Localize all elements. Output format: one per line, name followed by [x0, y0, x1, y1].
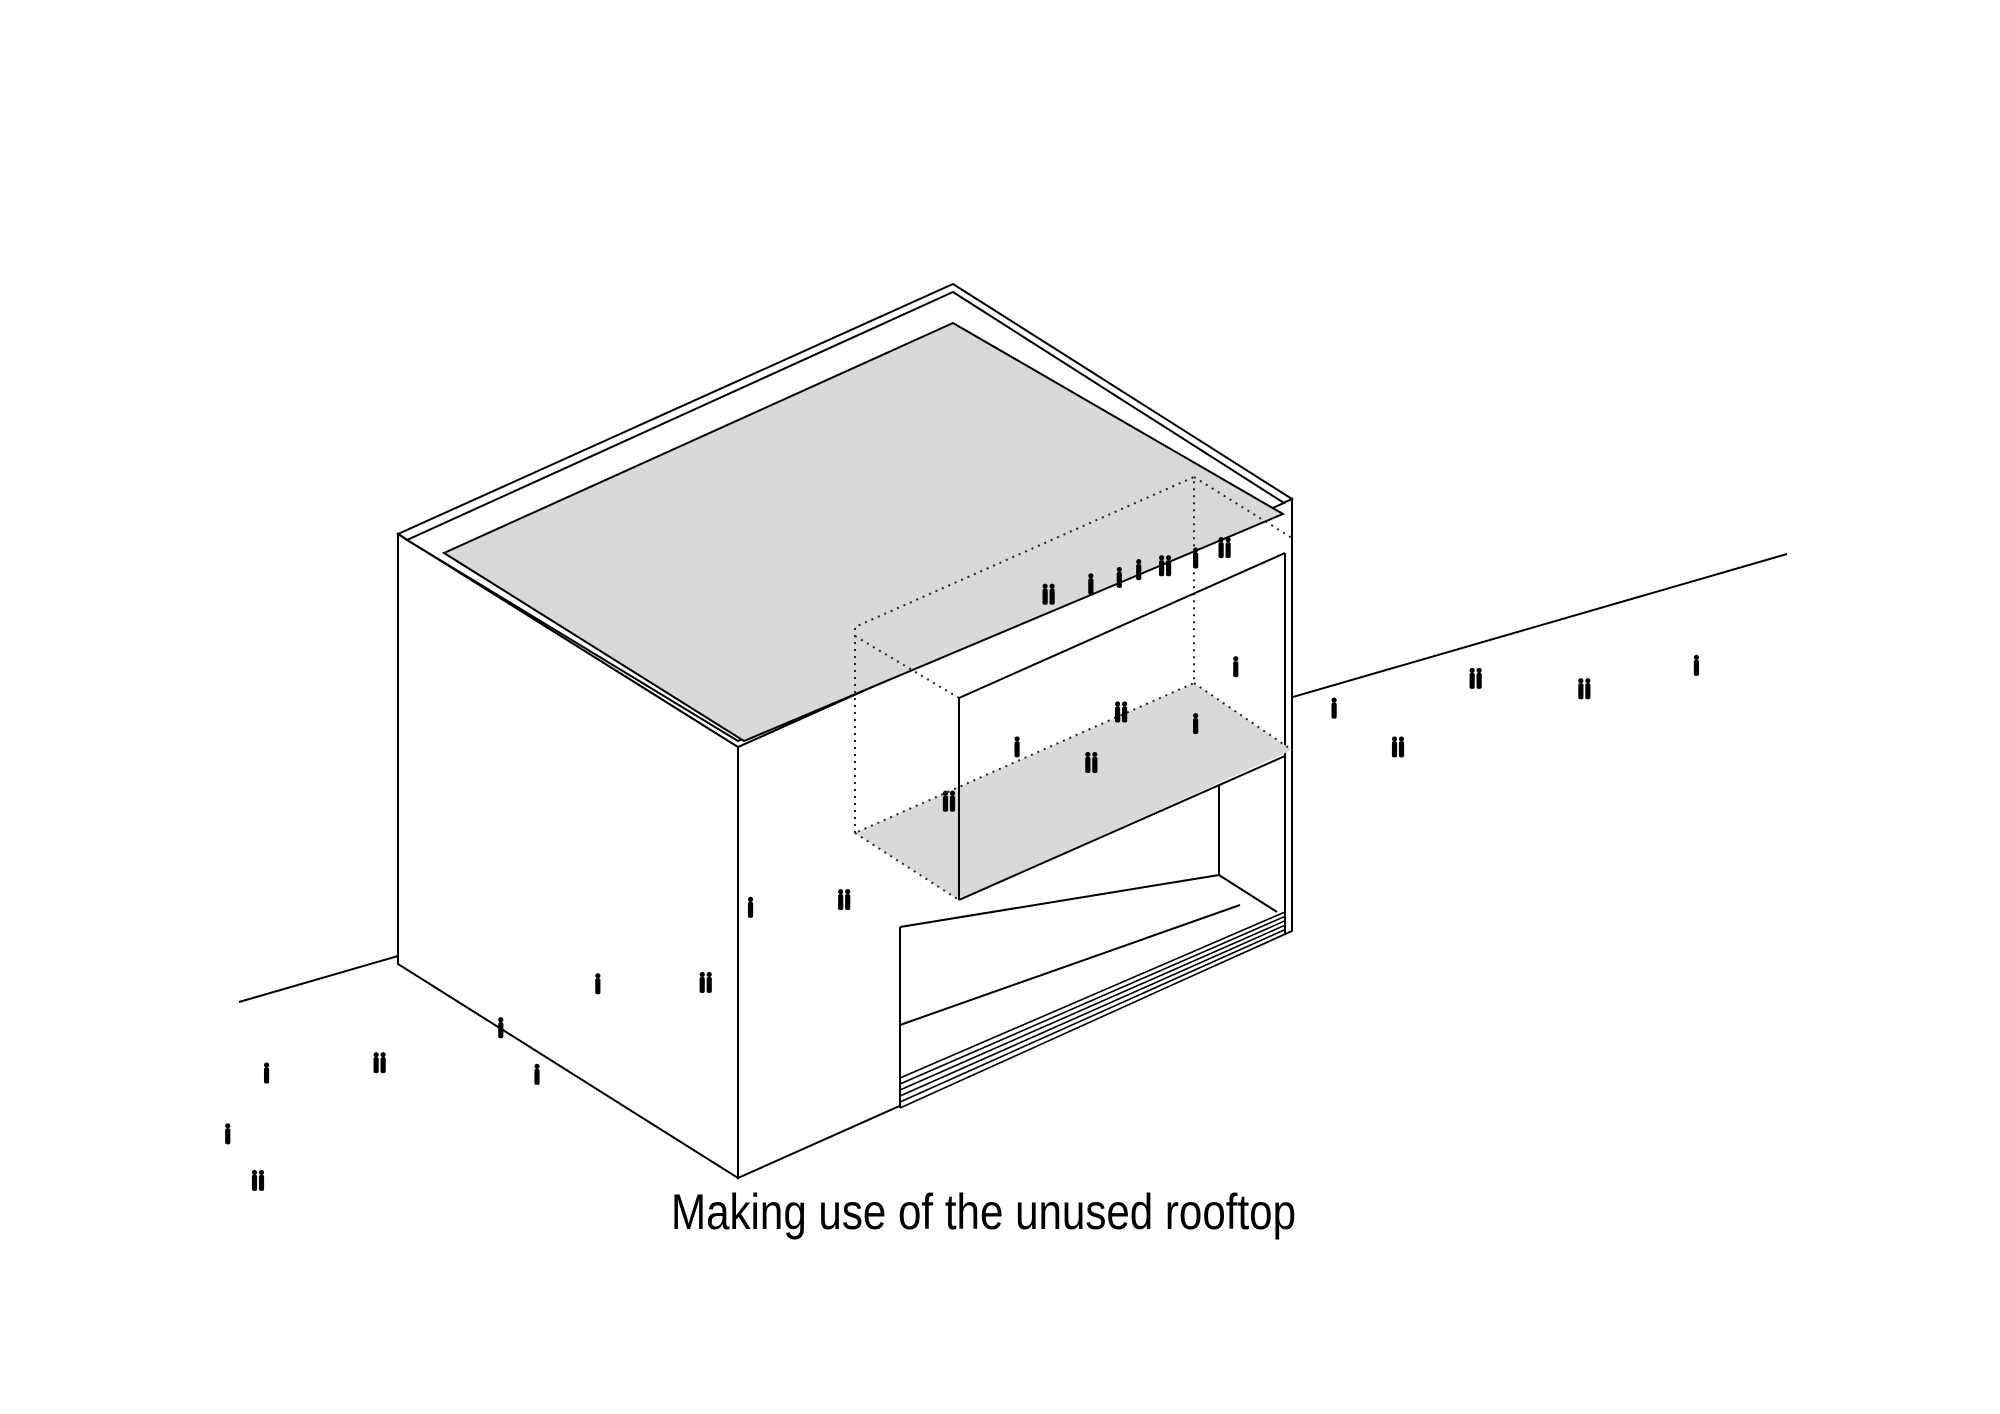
person-silhouette — [1225, 537, 1231, 559]
step-line — [899, 928, 1286, 1103]
person-silhouette — [1693, 654, 1700, 676]
person-silhouette — [1398, 736, 1405, 758]
lower-edge — [899, 874, 1220, 928]
person-silhouette — [1476, 667, 1482, 689]
person-silhouette — [1122, 701, 1128, 723]
roof-surface — [441, 321, 1286, 743]
people — [225, 537, 1700, 1191]
person-silhouette — [1049, 583, 1055, 605]
dotted-edge — [1193, 476, 1293, 539]
person-silhouette — [1166, 555, 1172, 577]
step-line — [899, 933, 1286, 1109]
rooftop-floor — [855, 683, 1292, 900]
person-silhouette — [1193, 713, 1199, 735]
upper-edge — [958, 552, 1286, 699]
person-silhouette — [706, 971, 712, 993]
dotted-edge — [1193, 682, 1293, 751]
person-silhouette — [1159, 555, 1165, 577]
person-silhouette — [263, 1062, 270, 1084]
step-line — [899, 924, 1286, 1097]
person-silhouette — [258, 1169, 265, 1191]
person-silhouette — [595, 973, 601, 995]
person-silhouette — [747, 896, 754, 918]
upper-edge — [958, 755, 1286, 901]
person-silhouette — [1042, 583, 1048, 605]
person-silhouette — [380, 1052, 386, 1074]
person-silhouette — [1136, 559, 1142, 581]
person-silhouette — [1088, 573, 1094, 595]
person-silhouette — [838, 889, 844, 911]
caption: Making use of the unused rooftop — [671, 1184, 1296, 1240]
person-silhouette — [1469, 667, 1475, 689]
person-silhouette — [1331, 697, 1337, 719]
step-line — [899, 911, 1286, 1079]
person-silhouette — [1193, 547, 1199, 569]
person-silhouette — [534, 1063, 540, 1085]
person-silhouette — [373, 1052, 379, 1074]
person-silhouette — [1115, 701, 1121, 723]
person-silhouette — [1585, 678, 1591, 700]
person-silhouette — [942, 790, 949, 812]
person-silhouette — [699, 971, 705, 993]
step-line — [899, 920, 1286, 1091]
person-silhouette — [1116, 566, 1122, 588]
steps — [899, 911, 1286, 1109]
person-silhouette — [498, 1017, 504, 1039]
lower-edge — [899, 904, 1241, 1026]
person-silhouette — [1218, 537, 1224, 559]
person-silhouette — [949, 790, 956, 812]
person-silhouette — [845, 889, 851, 911]
person-silhouette — [225, 1123, 231, 1145]
person-silhouette — [1014, 736, 1020, 758]
person-silhouette — [1233, 656, 1239, 678]
person-silhouette — [1085, 751, 1091, 773]
person-silhouette — [251, 1169, 258, 1191]
person-silhouette — [1578, 678, 1584, 700]
lower-edge — [1218, 874, 1278, 913]
person-silhouette — [1391, 736, 1398, 758]
step-line — [899, 915, 1286, 1085]
person-silhouette — [1092, 751, 1098, 773]
